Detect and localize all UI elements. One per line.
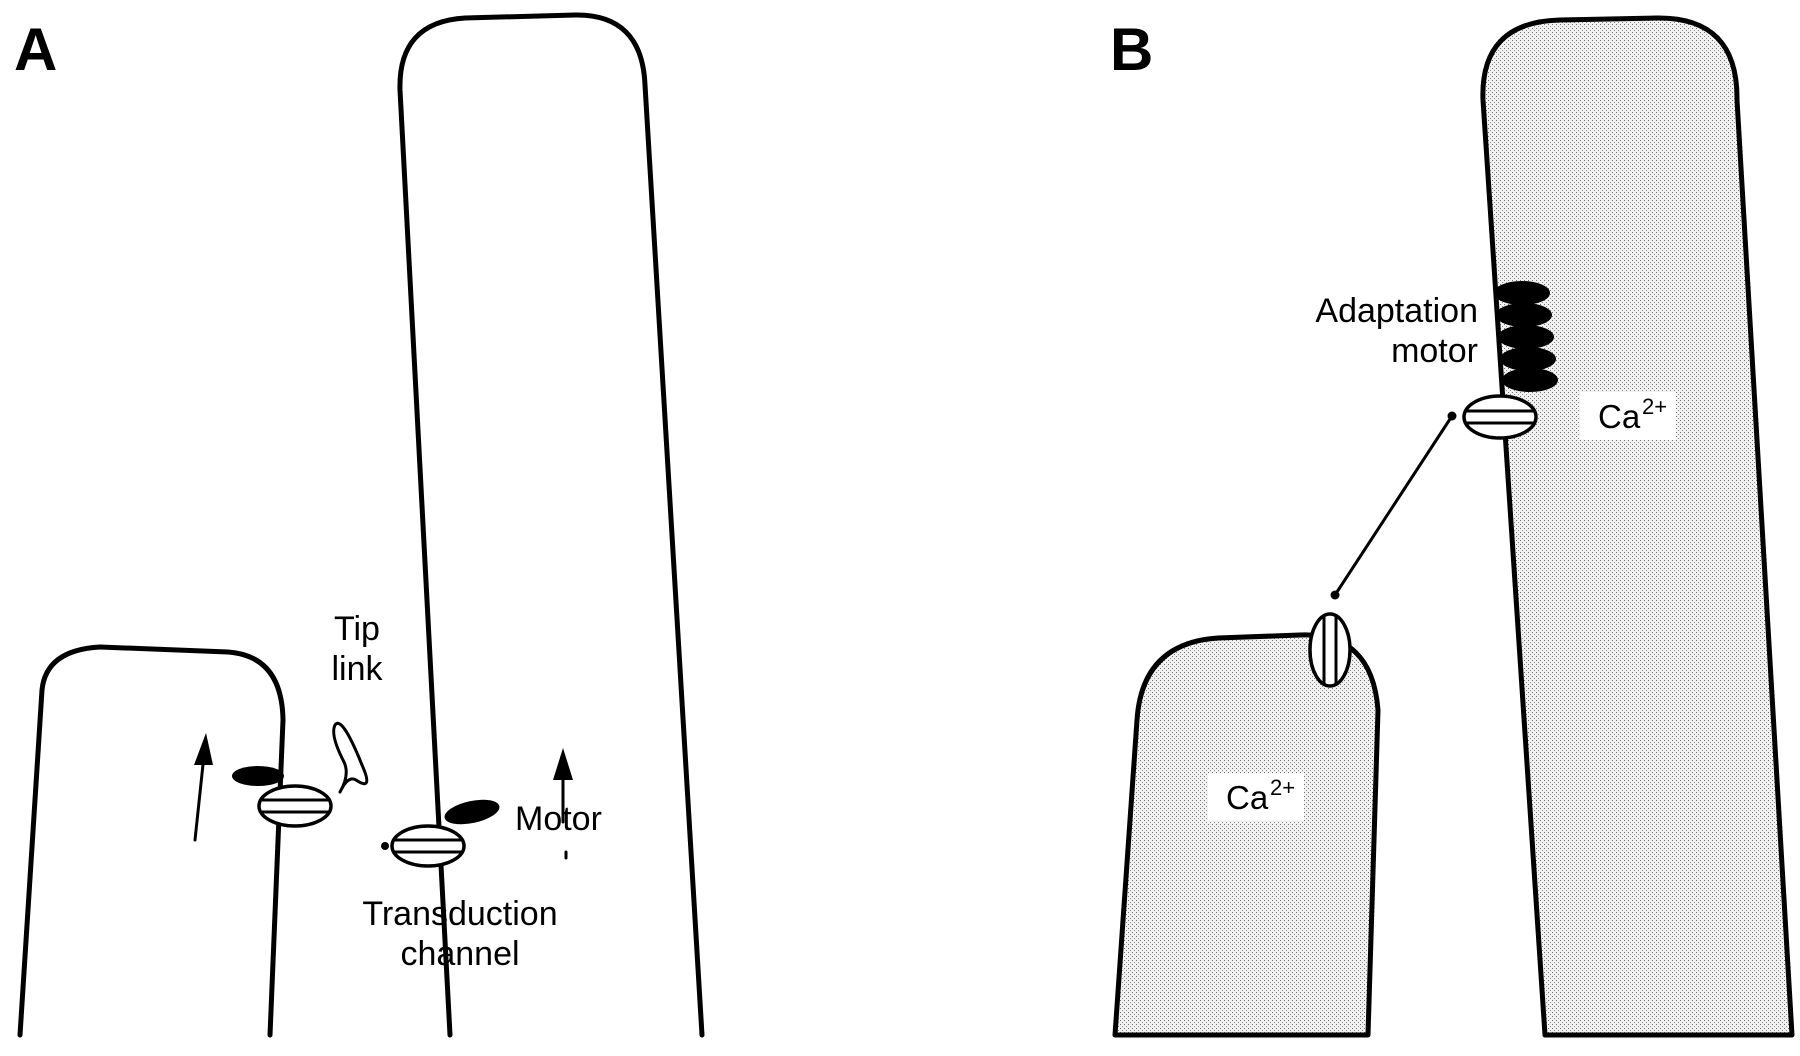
short-stereocilium-b <box>1112 632 1381 1038</box>
adaptation-motor-stack <box>1494 281 1558 392</box>
tip-link-label-line1: Tip <box>334 610 380 648</box>
tall-stereocilium-a <box>397 12 705 1038</box>
motor-arrow <box>553 748 573 860</box>
motor-label: Motor <box>515 800 602 838</box>
panel-a-letter: A <box>14 16 57 83</box>
motor-ellipse-short <box>232 766 284 786</box>
calcium-tall-base: Ca <box>1598 398 1641 435</box>
transduction-label-line1: Transduction <box>362 895 557 933</box>
panel-b: B Adap <box>1110 15 1795 1038</box>
calcium-short-base: Ca <box>1226 779 1269 816</box>
short-stereocilium-a <box>17 644 286 1038</box>
calcium-label-short: Ca 2+ <box>1208 773 1304 821</box>
panel-b-letter: B <box>1110 16 1153 83</box>
transduction-channel-short <box>257 784 333 828</box>
movement-arrow-left <box>193 733 213 842</box>
tip-link-a <box>332 721 369 794</box>
transduction-channel-lower <box>1308 612 1352 688</box>
calcium-short-charge: 2+ <box>1270 775 1295 800</box>
transduction-channel-upper <box>1462 394 1538 440</box>
transduction-channel-tall <box>381 824 466 868</box>
tip-link-label-line2: link <box>331 650 383 688</box>
tip-link-b <box>1330 411 1457 600</box>
motor-ellipse-tall <box>444 799 500 825</box>
transduction-label-line2: channel <box>400 935 519 973</box>
calcium-tall-charge: 2+ <box>1642 394 1667 419</box>
tall-stereocilium-b <box>1480 15 1795 1038</box>
adaptation-motor-label-line2: motor <box>1391 332 1478 370</box>
adaptation-motor-label-line1: Adaptation <box>1315 292 1478 330</box>
calcium-label-tall: Ca 2+ <box>1580 392 1676 440</box>
panel-a: A <box>14 12 705 1038</box>
